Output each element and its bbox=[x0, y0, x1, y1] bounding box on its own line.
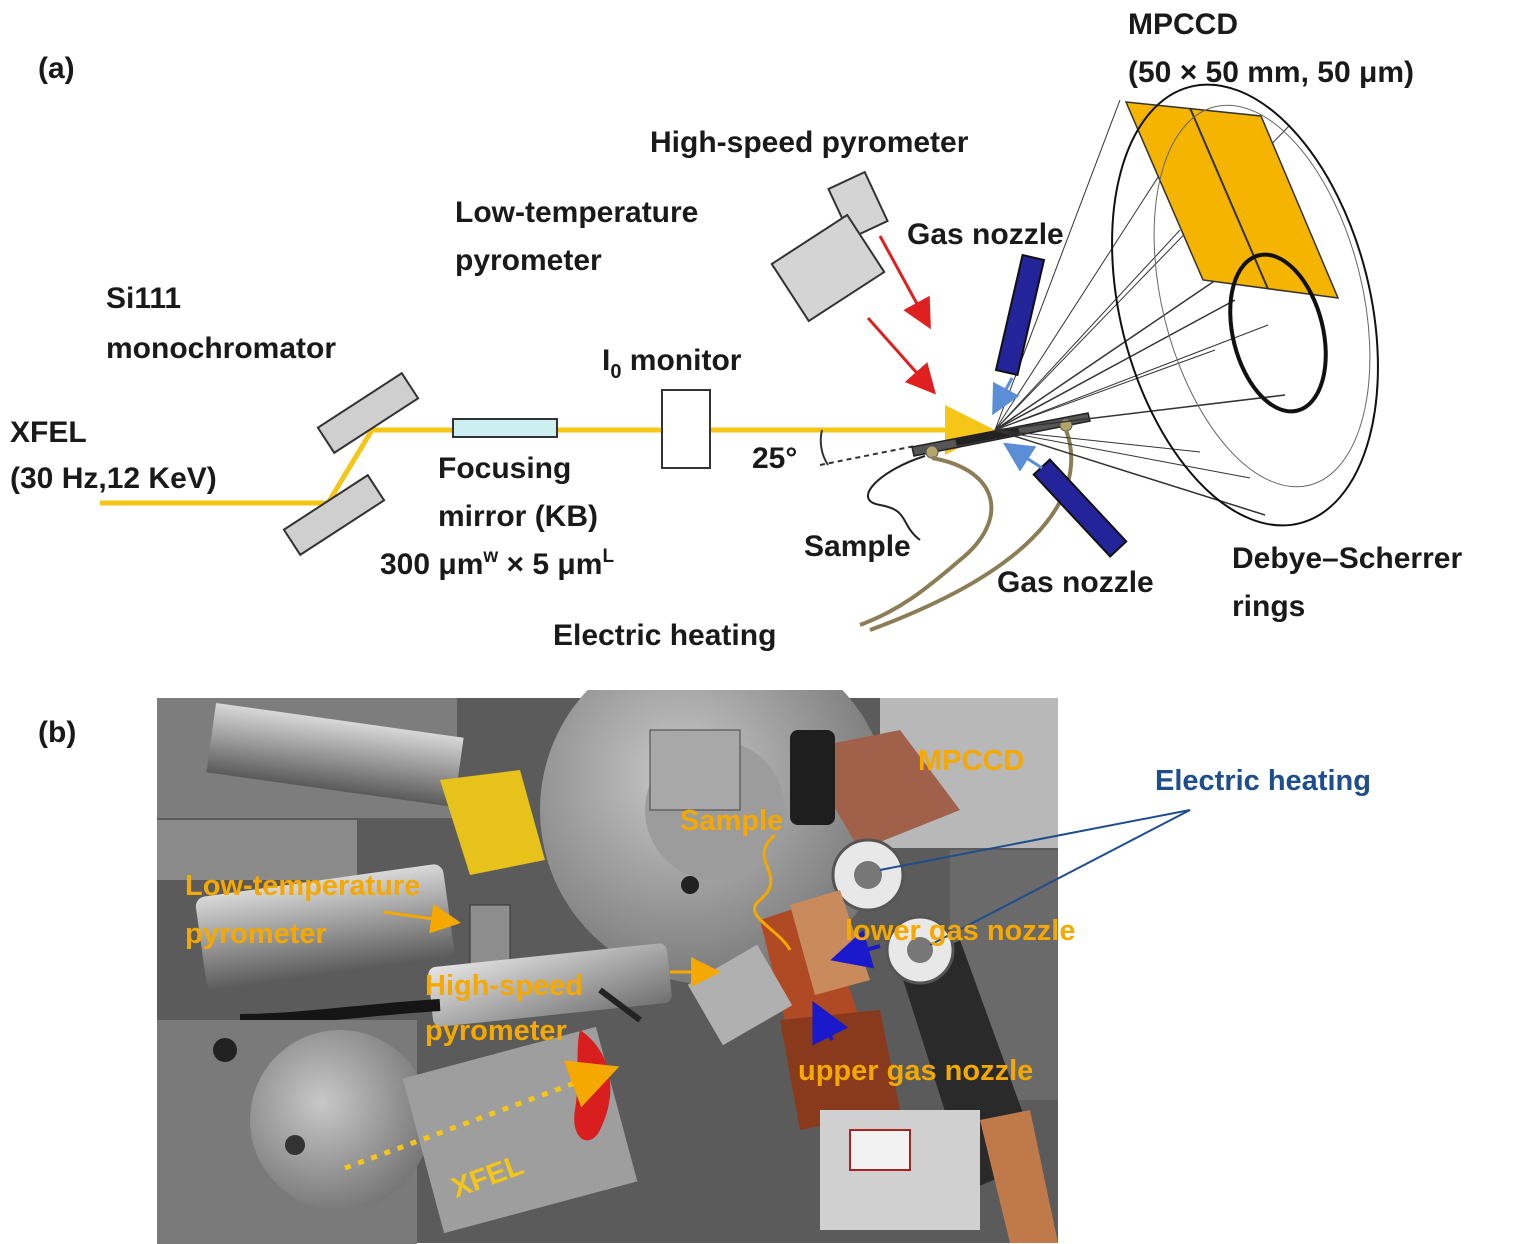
heating-wires bbox=[859, 429, 1074, 632]
angle-indicator bbox=[819, 429, 916, 466]
debye-scherrer-rings bbox=[1111, 83, 1379, 527]
beam-size-label: 300 μmw × 5 μmL bbox=[380, 546, 614, 581]
gas-nozzle-bottom-label: Gas nozzle bbox=[997, 566, 1154, 599]
photo-low-temp-label: Low-temperature pyrometer bbox=[185, 870, 428, 950]
sample-pointer bbox=[866, 455, 926, 541]
gas-flow-arrows bbox=[992, 377, 1043, 472]
monochromator-label: Si111 monochromator bbox=[106, 282, 336, 365]
diffraction-cone bbox=[994, 99, 1291, 516]
electric-heating-label: Electric heating bbox=[553, 619, 776, 652]
monochromator-crystals bbox=[282, 371, 420, 557]
high-speed-pyrometer-label: High-speed pyrometer bbox=[650, 126, 969, 159]
mpccd-detector bbox=[1124, 101, 1340, 299]
debye-scherrer-label: Debye–Scherrer rings bbox=[1232, 542, 1471, 623]
panel-label-a: (a) bbox=[38, 52, 75, 85]
photo-high-speed-label: High-speed pyrometer bbox=[425, 970, 591, 1047]
schematic-panel-a: (a) 25° bbox=[10, 8, 1471, 652]
photo-sample-label: Sample bbox=[680, 805, 783, 837]
experiment-photo bbox=[157, 690, 1058, 1244]
focusing-mirror bbox=[452, 418, 558, 438]
photo-electric-heating-label: Electric heating bbox=[1155, 765, 1371, 797]
photo-lower-nozzle-label: lower gas nozzle bbox=[845, 915, 1075, 947]
photo-arrows bbox=[344, 809, 1191, 1171]
photo-mpccd-label: MPCCD bbox=[918, 745, 1024, 777]
i0-monitor-label: I0 monitor bbox=[602, 344, 742, 383]
pyrometer-arrows bbox=[866, 235, 936, 395]
gas-nozzle-bottom-body bbox=[1032, 458, 1128, 558]
xfel-label: XFEL (30 Hz,12 KeV) bbox=[10, 416, 217, 495]
low-temp-pyrometer-label: Low-temperature pyrometer bbox=[455, 196, 707, 277]
focusing-mirror-label: Focusing mirror (KB) bbox=[438, 452, 598, 533]
photo-upper-nozzle-label: upper gas nozzle bbox=[798, 1055, 1033, 1087]
photo-panel-b: (b) bbox=[38, 690, 1371, 1244]
panel-label-b: (b) bbox=[38, 716, 76, 749]
gas-nozzle-top-label: Gas nozzle bbox=[907, 218, 1064, 251]
angle-label: 25° bbox=[752, 442, 797, 475]
low-temp-pyrometer-body bbox=[770, 213, 886, 323]
high-speed-pyrometer-body bbox=[827, 170, 889, 240]
i0-monitor-box bbox=[661, 389, 711, 469]
gas-nozzle-top-body bbox=[994, 253, 1046, 377]
sample-label: Sample bbox=[804, 530, 911, 563]
mpccd-label: MPCCD (50 × 50 mm, 50 μm) bbox=[1128, 8, 1414, 89]
